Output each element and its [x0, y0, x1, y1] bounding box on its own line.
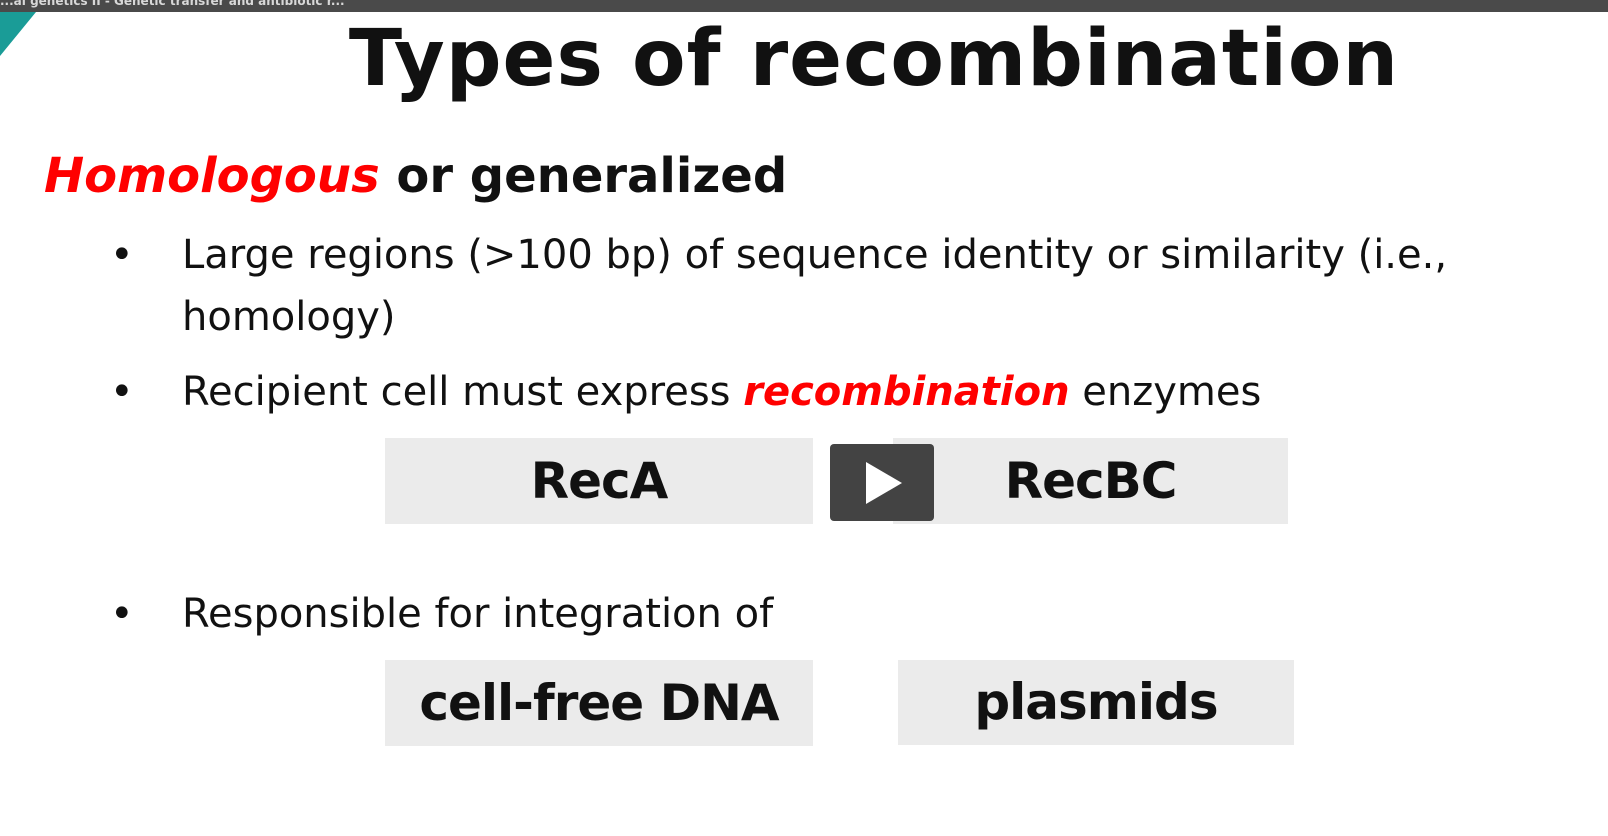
heading-emphasis: Homologous [44, 148, 380, 204]
enzyme-box-reca: RecA [385, 438, 813, 524]
bullet-dot: • [110, 591, 134, 637]
bullet-text: Recipient cell must express recombinatio… [182, 361, 1560, 423]
section-heading: Homologous or generalized [44, 148, 787, 204]
bullet-item-2: • Recipient cell must express recombinat… [110, 361, 1560, 423]
bullet-dot: • [110, 369, 134, 415]
bullet-item-1: • Large regions (>100 bp) of sequence id… [110, 224, 1560, 348]
slide-title: Types of recombination [348, 14, 1400, 104]
window-title: ...al genetics II - Genetic transfer and… [0, 0, 345, 8]
play-button[interactable] [830, 444, 934, 521]
enzyme-box-recbc-label: RecBC [1004, 452, 1178, 510]
bullet-text: Large regions (>100 bp) of sequence iden… [182, 232, 1448, 340]
bullet-text: Responsible for integration of [182, 591, 774, 637]
bullet-text-before: Recipient cell must express [182, 369, 744, 415]
play-icon [866, 462, 902, 504]
bullet-text-after: enzymes [1069, 369, 1262, 415]
bullet-item-3: • Responsible for integration of [110, 583, 1560, 645]
integration-box-plasmids: plasmids [898, 660, 1294, 745]
bullet-dot: • [110, 232, 134, 278]
heading-rest: or generalized [379, 148, 788, 204]
integration-box-cell-free-dna: cell-free DNA [385, 660, 813, 746]
corner-accent-decoration [0, 12, 36, 56]
window-title-bar: ...al genetics II - Genetic transfer and… [0, 0, 1608, 12]
enzyme-box-recbc: RecBC [893, 438, 1288, 524]
bullet-emphasis: recombination [743, 369, 1070, 415]
